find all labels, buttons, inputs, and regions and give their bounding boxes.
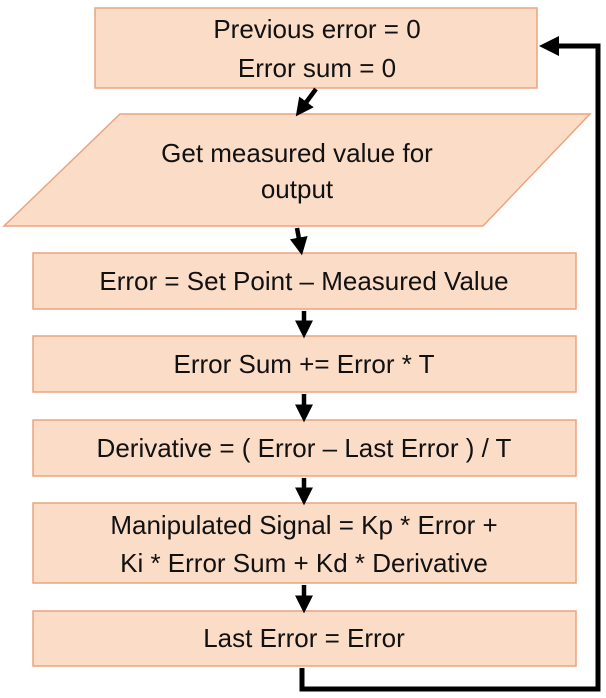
node-measure: Get measured value for output — [2, 113, 592, 227]
node-init: Previous error = 0 Error sum = 0 — [94, 7, 538, 89]
node-manipulated: Manipulated Signal = Kp * Error + Ki * E… — [32, 502, 577, 584]
node-derivative: Derivative = ( Error – Last Error ) / T — [32, 419, 577, 477]
derivative-line-1: Derivative = ( Error – Last Error ) / T — [97, 433, 512, 463]
last-error-box — [32, 610, 577, 667]
edges — [289, 36, 601, 692]
manipulated-line-2: Ki * Error Sum + Kd * Derivative — [120, 548, 488, 578]
arrow-measure-to-error — [289, 227, 308, 256]
init-line-2: Error sum = 0 — [238, 53, 396, 83]
measure-line-1: Get measured value for — [161, 138, 433, 168]
node-error: Error = Set Point – Measured Value — [32, 252, 577, 310]
last-error-line-1: Last Error = Error — [203, 623, 405, 653]
arrow-loop-back-to-init — [299, 36, 601, 692]
arrow-init-to-measure — [295, 87, 318, 117]
manipulated-box — [32, 502, 577, 584]
error-line-1: Error = Set Point – Measured Value — [99, 266, 508, 296]
node-last-error: Last Error = Error — [32, 610, 577, 667]
node-error-sum: Error Sum += Error * T — [32, 335, 577, 393]
measure-parallelogram — [2, 113, 592, 227]
error-box — [32, 252, 577, 310]
derivative-box — [32, 419, 577, 477]
error-sum-line-1: Error Sum += Error * T — [173, 349, 434, 379]
measure-line-2: output — [261, 174, 334, 204]
init-box — [94, 7, 538, 89]
init-line-1: Previous error = 0 — [213, 14, 420, 44]
manipulated-line-1: Manipulated Signal = Kp * Error + — [110, 510, 497, 540]
